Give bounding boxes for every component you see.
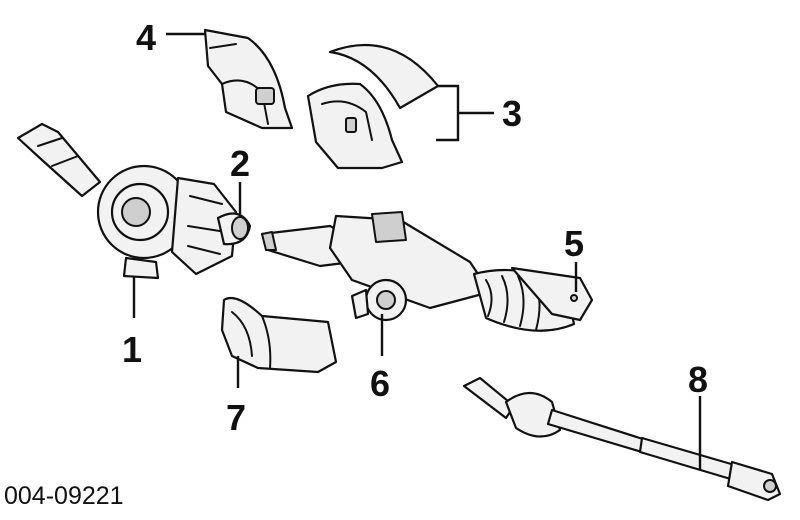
part-7-lower-shroud (220, 296, 338, 374)
part-3-column-shroud (306, 44, 440, 170)
part-1-combination-switch (16, 122, 238, 280)
callout-5: 5 (564, 223, 584, 264)
callout-1: 1 (122, 329, 142, 370)
callout-8: 8 (688, 359, 708, 400)
callout-4: 4 (136, 17, 156, 58)
leader-lines (132, 32, 702, 470)
part-2-knob (216, 212, 252, 246)
callout-2: 2 (230, 143, 250, 184)
callout-6: 6 (370, 363, 390, 404)
callout-3: 3 (502, 93, 522, 134)
part-5-steering-column (260, 211, 594, 332)
part-6-bushing (350, 278, 408, 322)
callout-7: 7 (226, 397, 246, 438)
part-8-intermediate-shaft (462, 376, 782, 502)
diagram-code: 004-09221 (4, 482, 124, 510)
callout-labels: 1 2 3 4 5 6 7 8 (122, 17, 708, 438)
part-4-upper-shroud-clip (203, 28, 294, 130)
